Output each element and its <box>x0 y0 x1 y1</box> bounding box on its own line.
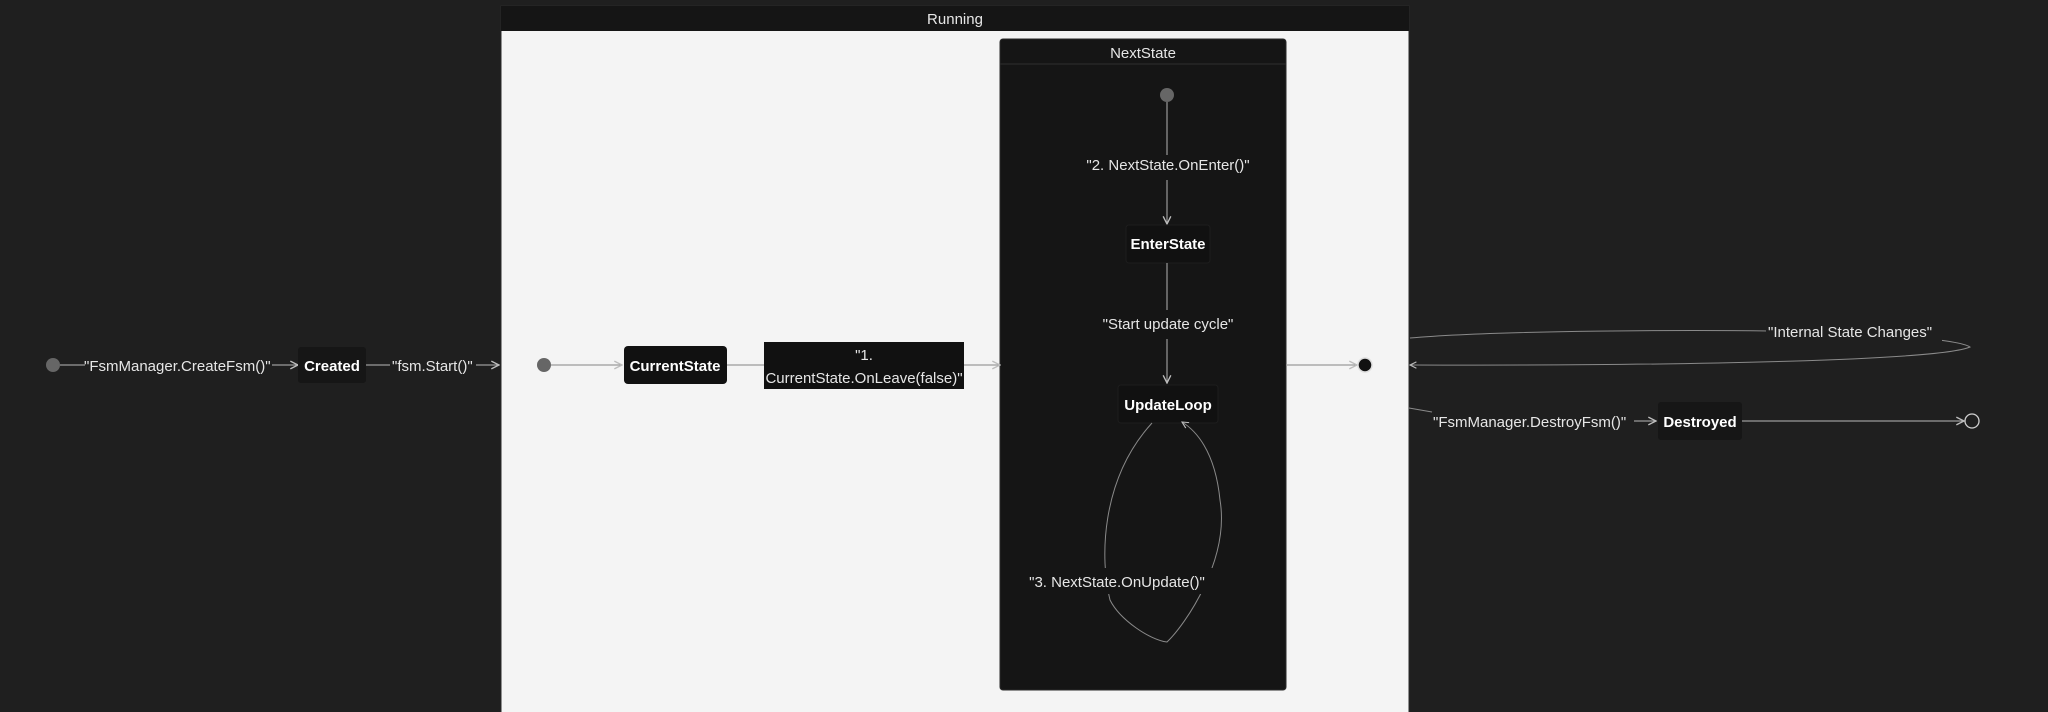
running-title: Running <box>927 11 983 28</box>
label-on-update: "3. NextState.OnUpdate()" <box>1029 574 1205 591</box>
label-internal-changes: "Internal State Changes" <box>1768 324 1932 341</box>
current-state-label: CurrentState <box>630 358 721 375</box>
next-state-start-node <box>1160 88 1174 102</box>
label-start-update: "Start update cycle" <box>1103 316 1234 333</box>
next-state-title: NextState <box>1110 45 1176 62</box>
inner-start-node <box>537 358 551 372</box>
node-update-loop: UpdateLoop <box>1117 384 1219 424</box>
label-on-leave-line2: CurrentState.OnLeave(false)" <box>765 370 962 387</box>
node-destroyed: Destroyed <box>1658 402 1742 440</box>
final-node <box>1964 413 1980 429</box>
created-label: Created <box>304 358 360 375</box>
label-create-fsm: "FsmManager.CreateFsm()" <box>84 358 271 375</box>
edge-on-update-loop <box>1104 422 1222 643</box>
update-loop-label: UpdateLoop <box>1124 397 1212 414</box>
label-bg-internal-changes <box>1766 320 1942 344</box>
label-on-leave-line1: "1. <box>855 347 873 364</box>
label-destroy-fsm: "FsmManager.DestroyFsm()" <box>1433 414 1626 431</box>
node-current-state: CurrentState <box>624 346 727 384</box>
outer-start-node <box>46 358 60 372</box>
node-enter-state: EnterState <box>1125 224 1211 264</box>
enter-state-label: EnterState <box>1130 236 1205 253</box>
node-created: Created <box>298 347 366 383</box>
label-on-enter: "2. NextState.OnEnter()" <box>1086 157 1249 174</box>
edge-destroy-fsm-a <box>1408 407 1433 413</box>
composite-next-state: NextState <box>999 38 1287 691</box>
label-bg-on-update <box>1014 568 1219 594</box>
label-fsm-start: "fsm.Start()" <box>392 358 473 375</box>
running-end-node <box>1357 357 1373 373</box>
label-box-on-leave: "1. CurrentState.OnLeave(false)" <box>764 342 964 389</box>
destroyed-label: Destroyed <box>1663 414 1736 431</box>
